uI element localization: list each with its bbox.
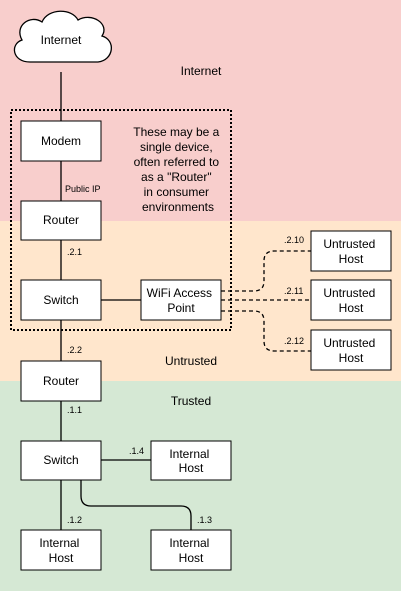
untrusted-host-label: Untrusted Host [323, 336, 378, 365]
untrusted-host-node[interactable]: Untrusted Host [310, 279, 392, 321]
inner-router-node[interactable]: Router [20, 360, 102, 402]
group-note-line: single device, [140, 140, 213, 154]
wifi-access-point-node[interactable]: WiFi Access Point [140, 279, 222, 321]
link-label-public-ip: Public IP [65, 184, 101, 194]
cloud-icon [13, 10, 112, 63]
internal-host-node[interactable]: Internal Host [150, 440, 232, 481]
wifi-access-point-label: WiFi Access Point [147, 286, 216, 315]
link-label-2-10: .2.10 [284, 235, 304, 245]
group-note-line: as a "Router" [141, 170, 212, 184]
untrusted-host-label-line: Host [339, 252, 364, 266]
untrusted-host-label-line: Host [339, 351, 364, 365]
link-label-2-12: .2.12 [284, 336, 304, 346]
edge-switch-label: Switch [43, 293, 78, 307]
link-label-1-1: .1.1 [67, 405, 82, 415]
group-note-line: often referred to [134, 155, 220, 169]
link-label-2-11: .2.11 [284, 286, 303, 296]
group-note-line: environments [142, 200, 214, 214]
internal-host-label: Internal Host [169, 536, 212, 565]
link-label-1-3: .1.3 [197, 515, 212, 525]
link-label-2-2: .2.2 [67, 345, 82, 355]
link-label-1-2: .1.2 [67, 515, 82, 525]
untrusted-host-label: Untrusted Host [323, 286, 378, 315]
cloud-label: Internet [41, 33, 82, 47]
modem-node[interactable]: Modem [20, 120, 102, 162]
zone-label-untrusted: Untrusted [165, 354, 217, 368]
device-group-outline [10, 109, 232, 331]
internet-cloud[interactable]: Internet [13, 10, 112, 63]
modem-label: Modem [41, 134, 81, 148]
untrusted-host-label-line: Host [339, 301, 364, 315]
zone-label-internet: Internet [181, 64, 222, 78]
internal-host-node[interactable]: Internal Host [150, 529, 232, 571]
link-label-2-1: .2.1 [67, 247, 82, 257]
untrusted-host-node[interactable]: Untrusted Host [310, 230, 392, 272]
internal-host-label-line: Internal [169, 447, 209, 461]
internal-host-label-line: Host [179, 461, 204, 475]
wire-switch-internal-1-3 [80, 480, 192, 530]
wire-wifi-host-2-10 [221, 250, 311, 292]
wifi-label-line-1: WiFi Access [147, 286, 212, 300]
untrusted-host-label-line: Untrusted [323, 237, 375, 251]
untrusted-host-label-line: Untrusted [323, 336, 375, 350]
inner-switch-node[interactable]: Switch [20, 440, 102, 481]
link-label-1-4: .1.4 [129, 446, 144, 456]
edge-switch-node[interactable]: Switch [20, 279, 102, 321]
wire-wifi-host-2-12 [221, 310, 311, 352]
edge-router-node[interactable]: Router [20, 200, 102, 241]
untrusted-host-label: Untrusted Host [323, 237, 378, 266]
internal-host-label-line: Host [49, 551, 74, 565]
internal-host-label: Internal Host [39, 536, 82, 565]
untrusted-host-label-line: Untrusted [323, 286, 375, 300]
inner-switch-label: Switch [43, 453, 78, 467]
wires [60, 72, 311, 530]
internal-host-label-line: Host [179, 551, 204, 565]
wifi-label-line-2: Point [167, 301, 195, 315]
group-note-line: These may be a [133, 125, 219, 139]
zone-label-trusted: Trusted [171, 394, 211, 408]
internal-host-label: Internal Host [169, 447, 212, 475]
inner-router-label: Router [43, 374, 79, 388]
internal-host-node[interactable]: Internal Host [20, 529, 102, 571]
internal-host-label-line: Internal [169, 536, 209, 550]
group-note-line: in consumer [144, 185, 209, 199]
edge-router-label: Router [43, 213, 79, 227]
group-note: These may be a single device, often refe… [133, 125, 222, 214]
internal-host-label-line: Internal [39, 536, 79, 550]
untrusted-host-node[interactable]: Untrusted Host [310, 329, 392, 371]
